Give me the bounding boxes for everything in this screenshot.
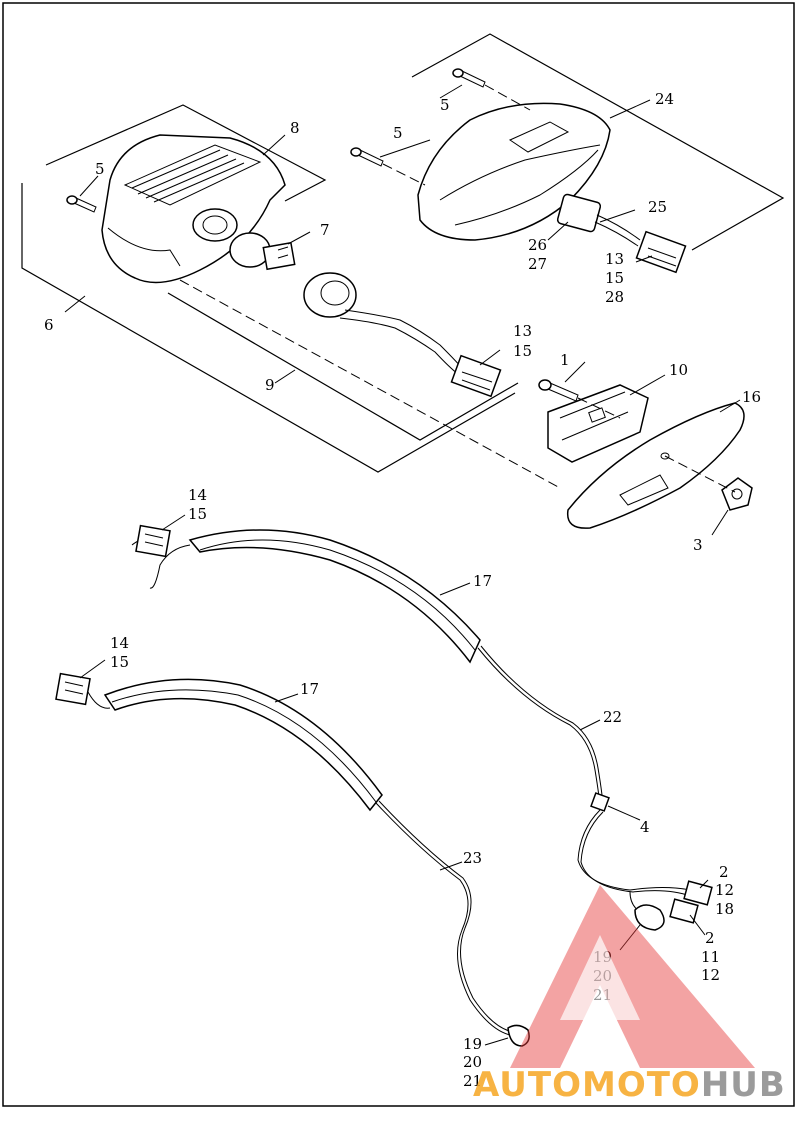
watermark-text: AUTOMOTOHUB: [473, 1065, 786, 1105]
tail-lamp-housing-8: [101, 134, 286, 284]
screw-5-left: [66, 195, 97, 213]
callout-2b: 2: [705, 929, 715, 947]
watermark-triangle-inner: [560, 935, 640, 1020]
centerlines: [179, 84, 736, 493]
screw-5-middle: [350, 147, 384, 167]
watermark-triangle-logo: [510, 885, 755, 1068]
callout-17-lower: 17: [300, 680, 319, 698]
callout-6: 6: [44, 316, 54, 334]
callout-12b: 12: [701, 966, 720, 984]
callout-28: 28: [605, 288, 624, 306]
socket-harness-9: [303, 272, 502, 398]
screw-5-upper: [452, 68, 486, 88]
socket-pigtail-25: [556, 193, 687, 274]
harness-17-upper: [131, 524, 481, 664]
callout-20b: 20: [463, 1053, 482, 1071]
bulb-7: [229, 232, 296, 271]
wire-22: [477, 645, 713, 931]
nut-3: [721, 477, 753, 511]
callout-11: 11: [701, 948, 720, 966]
screw-1: [538, 379, 579, 402]
callout-19b: 19: [463, 1035, 482, 1053]
callout-4: 4: [640, 818, 650, 836]
callout-9: 9: [265, 376, 275, 394]
harness-17-lower: [55, 672, 383, 812]
callout-12a: 12: [715, 881, 734, 899]
callout-8: 8: [290, 119, 300, 137]
callout-15d: 15: [110, 653, 129, 671]
callout-5-middle: 5: [393, 124, 403, 142]
callout-26: 26: [528, 236, 547, 254]
callout-13a: 13: [513, 322, 532, 340]
callout-23: 23: [463, 849, 482, 867]
callout-5-left: 5: [95, 160, 105, 178]
watermark-hub: HUB: [701, 1065, 786, 1105]
callout-17-upper: 17: [473, 572, 492, 590]
assembly-6-outline: [21, 104, 516, 473]
callout-7: 7: [320, 221, 330, 239]
callout-15b: 15: [605, 269, 624, 287]
callout-24: 24: [655, 90, 674, 108]
callout-10: 10: [669, 361, 688, 379]
assembly-24-outline: [411, 33, 785, 251]
callout-1: 1: [560, 351, 570, 369]
callout-21b: 21: [463, 1072, 482, 1090]
callout-3: 3: [693, 536, 703, 554]
assembly-9-outline: [167, 292, 519, 441]
callout-13b: 13: [605, 250, 624, 268]
wire-23: [375, 800, 530, 1047]
callout-15c: 15: [188, 505, 207, 523]
callout-22: 22: [603, 708, 622, 726]
watermark-auto: AUTO: [473, 1065, 582, 1105]
callout-15a: 15: [513, 342, 532, 360]
leader-lines: [64, 84, 741, 1046]
callout-2a: 2: [719, 863, 729, 881]
callout-14a: 14: [188, 486, 207, 504]
callout-14b: 14: [110, 634, 129, 652]
diagram-border: [2, 2, 795, 1107]
callout-27: 27: [528, 255, 547, 273]
watermark-moto: MOTO: [582, 1065, 701, 1105]
callout-25: 25: [648, 198, 667, 216]
automotohub-watermark: AUTOMOTOHUB: [473, 885, 786, 1105]
callout-16: 16: [742, 388, 761, 406]
trim-16: [566, 402, 745, 529]
callout-5-upper: 5: [440, 96, 450, 114]
callout-18: 18: [715, 900, 734, 918]
